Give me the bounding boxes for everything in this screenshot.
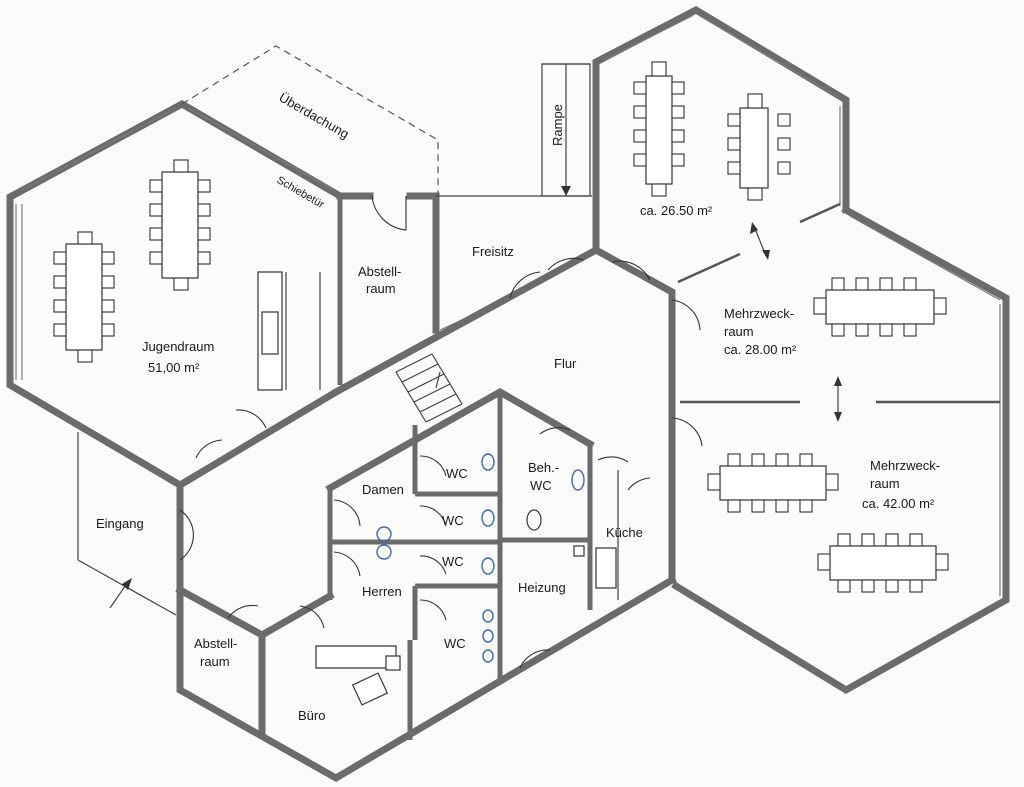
- top-right-room-walls: [592, 5, 850, 254]
- label-abstellraum-top-2: raum: [366, 281, 396, 296]
- right-hall-walls: [671, 205, 1010, 695]
- sanitary-walls: [325, 387, 595, 680]
- buero-furniture: [315, 645, 401, 706]
- label-buero: Büro: [298, 708, 325, 723]
- label-rampe: Rampe: [550, 104, 565, 146]
- roof-overhang: [181, 45, 439, 196]
- label-beh-wc-2: WC: [530, 478, 552, 493]
- label-mehrzweck-low-3: ca. 42.00 m²: [862, 496, 935, 511]
- top-right-room-furniture: [633, 61, 791, 201]
- label-herren: Herren: [362, 584, 402, 599]
- freisitz-walls: [436, 63, 592, 331]
- label-wc-4: WC: [444, 636, 466, 651]
- label-eingang: Eingang: [96, 516, 144, 531]
- label-flur: Flur: [554, 356, 577, 371]
- label-mehrzweck-mid-3: ca. 28.00 m²: [724, 342, 797, 357]
- label-mehrzweck-mid-1: Mehrzweck-: [724, 306, 794, 321]
- lower-hall-furniture: [707, 453, 949, 593]
- label-beh-wc-1: Beh.-: [528, 460, 559, 475]
- jugendraum-walls: [6, 99, 345, 490]
- label-wc-2: WC: [442, 513, 464, 528]
- doors: [179, 195, 703, 669]
- label-wc-1: WC: [446, 466, 468, 481]
- double-arrows: [750, 222, 842, 422]
- label-abstellraum-bottom-2: raum: [200, 654, 230, 669]
- label-damen: Damen: [362, 482, 404, 497]
- core-walls: [175, 245, 677, 783]
- jugendraum-furniture: [53, 159, 321, 391]
- sanitary-fixtures: [376, 453, 619, 663]
- label-area-top-right: ca. 26.50 m²: [640, 203, 713, 218]
- entrance-lines: [77, 432, 177, 616]
- abstellraum-top-walls: [336, 192, 440, 334]
- label-freisitz: Freisitz: [472, 244, 514, 259]
- label-mehrzweck-low-1: Mehrzweck-: [870, 458, 940, 473]
- label-kueche: Küche: [606, 525, 643, 540]
- label-abstellraum-bottom-1: Abstell-: [194, 636, 237, 651]
- label-abstellraum-top-1: Abstell-: [358, 264, 401, 279]
- label-jugendraum-area: 51,00 m²: [148, 360, 200, 375]
- label-mehrzweck-low-2: raum: [870, 476, 900, 491]
- label-heizung: Heizung: [518, 580, 566, 595]
- partitions: [677, 202, 1000, 404]
- label-wc-3: WC: [442, 554, 464, 569]
- stairs: [395, 353, 463, 423]
- label-jugendraum: Jugendraum: [142, 339, 214, 354]
- mid-hall-furniture: [813, 277, 947, 337]
- label-ueberdachung: Überdachung: [277, 90, 352, 142]
- label-mehrzweck-mid-2: raum: [724, 324, 754, 339]
